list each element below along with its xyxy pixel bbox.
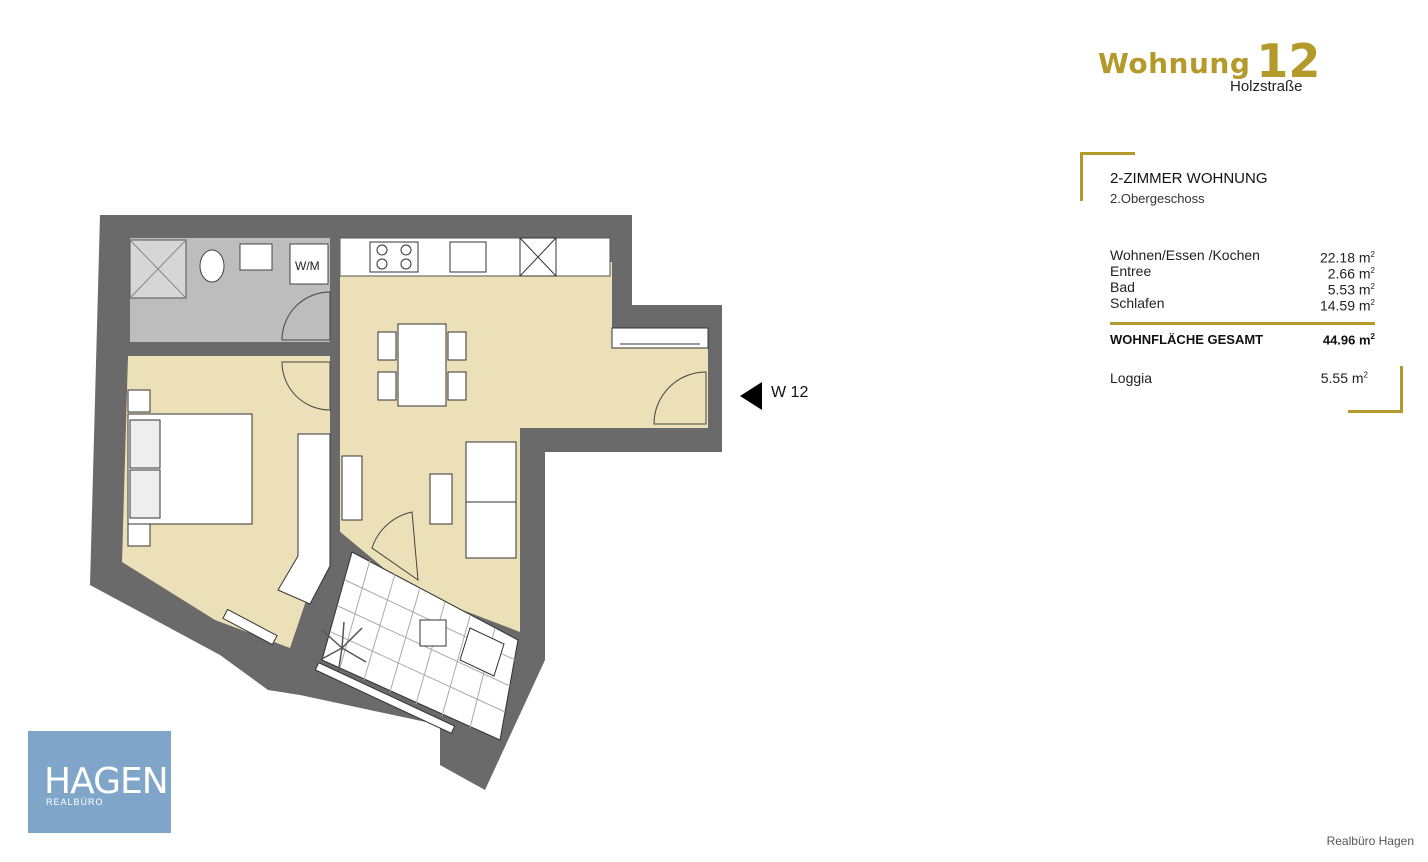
entry-door	[653, 371, 707, 425]
logo-text: HAGEN	[44, 761, 169, 802]
total-label: WOHNFLÄCHE GESAMT	[1110, 332, 1264, 347]
room-area: 22.18 m2	[1319, 249, 1375, 266]
room-name: Schlafen	[1110, 295, 1165, 311]
bracket-bottom-right	[1348, 366, 1403, 413]
pillow	[129, 419, 161, 469]
total-row: WOHNFLÄCHE GESAMT 44.96 m2	[1110, 332, 1375, 347]
loggia-label: Loggia	[1110, 370, 1153, 386]
wall-center	[330, 238, 340, 538]
loggia-railing	[314, 662, 456, 734]
room-row: Bad 5.53 m2	[1110, 279, 1375, 298]
room-name: Wohnen/Essen /Kochen	[1110, 247, 1260, 263]
washer	[289, 243, 329, 285]
chair	[377, 371, 397, 401]
entry-arrow-icon	[740, 382, 762, 410]
coffee-table	[429, 473, 453, 525]
total-value: 44.96 m2	[1322, 332, 1375, 348]
room-name: Entree	[1110, 263, 1152, 279]
stove	[369, 241, 419, 273]
floor-label: 2.Obergeschoss	[1110, 191, 1205, 206]
room-name: Bad	[1110, 279, 1135, 295]
bedroom-window	[222, 608, 278, 646]
title-number: 12	[1256, 34, 1321, 88]
chair	[447, 331, 467, 361]
bedroom-door	[281, 361, 331, 411]
total-divider	[1110, 322, 1375, 325]
entry-wardrobe	[611, 327, 709, 349]
company-logo: HAGEN REALBÜRO	[28, 731, 171, 833]
room-row: Entree 2.66 m2	[1110, 263, 1375, 282]
dining-table	[397, 323, 447, 407]
apartment-type: 2-ZIMMER WOHNUNG	[1110, 170, 1268, 187]
room-row: Schlafen 14.59 m2	[1110, 295, 1375, 314]
nightstand	[127, 389, 151, 413]
bracket-top-left	[1080, 152, 1135, 201]
street-name: Holzstraße	[1230, 78, 1303, 95]
title-word: Wohnung	[1098, 47, 1251, 80]
loggia-table	[419, 619, 447, 647]
room-area: 14.59 m2	[1319, 297, 1375, 314]
loggia-chair	[459, 627, 505, 677]
sideboard	[341, 455, 363, 521]
room-area: 5.53 m2	[1327, 281, 1375, 298]
credit-text: Realbüro Hagen	[1326, 834, 1414, 848]
chair	[447, 371, 467, 401]
room-row: Wohnen/Essen /Kochen 22.18 m2	[1110, 247, 1375, 266]
loggia-door	[371, 511, 419, 582]
bath-door	[281, 291, 331, 341]
loggia-value: 5.55 m2	[1320, 370, 1368, 386]
bedroom-wardrobe	[277, 433, 331, 605]
kitchen-sink	[449, 241, 487, 273]
room-area: 2.66 m2	[1327, 265, 1375, 282]
plant-icon	[319, 621, 367, 675]
loggia-row: Loggia 5.55 m2	[1110, 370, 1368, 386]
washer-label: W/M	[295, 259, 320, 273]
sofa	[465, 441, 517, 559]
wall-bath-bottom	[128, 342, 338, 354]
chair	[377, 331, 397, 361]
nightstand	[127, 523, 151, 547]
logo-subtext: REALBÜRO	[46, 797, 104, 807]
pillow	[129, 469, 161, 519]
toilet	[199, 249, 225, 283]
wash-basin	[239, 243, 273, 271]
entry-label: W 12	[771, 384, 809, 401]
room-list: Wohnen/Essen /Kochen 22.18 m2 Entree 2.6…	[1110, 247, 1375, 314]
